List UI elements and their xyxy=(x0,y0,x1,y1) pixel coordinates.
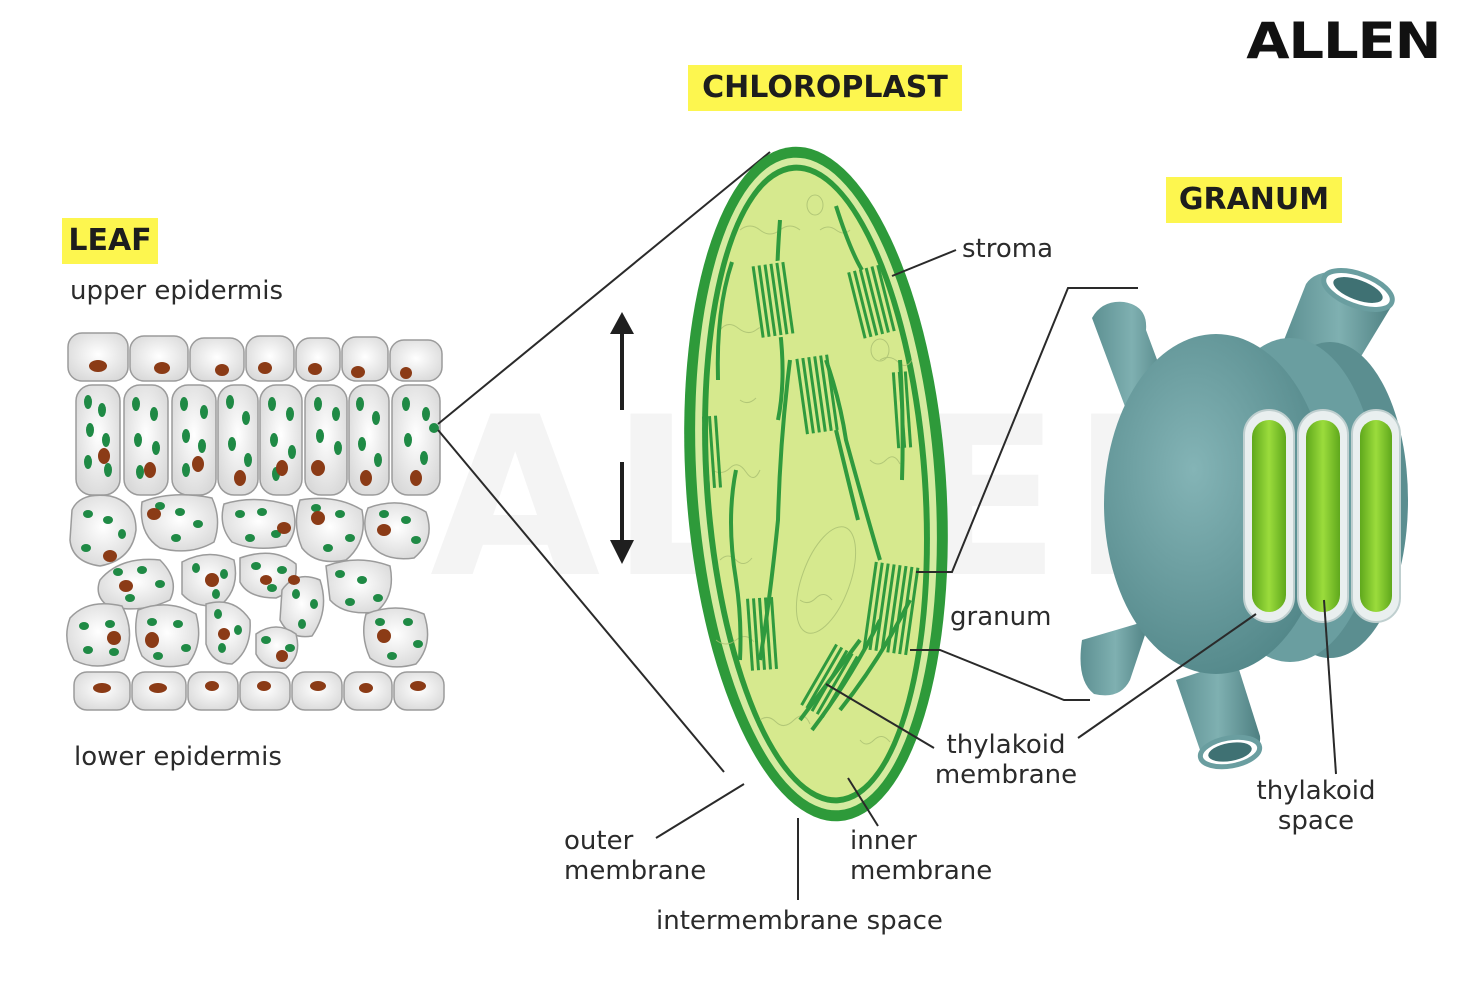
outer-membrane-label-line1: outer xyxy=(564,826,634,856)
palisade-layer xyxy=(75,384,441,496)
upper-epidermis xyxy=(67,332,443,382)
granum-stack xyxy=(702,415,722,489)
granum-stack xyxy=(795,354,839,435)
granum-stack xyxy=(800,643,859,718)
chloroplast-title: CHLOROPLAST xyxy=(688,65,962,111)
leaf-cross-section xyxy=(66,332,445,711)
grana-stacks xyxy=(702,260,920,718)
granum-stack xyxy=(847,264,896,339)
double-arrow-icon xyxy=(610,312,634,564)
thylakoid-space-label-line2: space xyxy=(1277,806,1355,836)
zoom-lines-leaf xyxy=(437,151,771,773)
inner-membrane-label-line2: membrane xyxy=(850,856,993,886)
granum-label: granum xyxy=(950,602,1052,632)
granum-stack xyxy=(862,561,920,656)
leaf-title: LEAF xyxy=(62,218,158,264)
chloroplast-leader-lines xyxy=(655,249,1138,900)
outer-membrane-label: outer membrane xyxy=(564,826,706,886)
thylakoid-membrane-label-line1: thylakoid xyxy=(946,730,1066,760)
granum-stack xyxy=(750,260,795,340)
thylakoid-space-label: thylakoid space xyxy=(1246,776,1386,836)
granum-stack xyxy=(746,597,778,671)
inner-membrane-label: inner membrane xyxy=(850,826,992,886)
thylakoid-space-label-line1: thylakoid xyxy=(1256,776,1376,806)
intermembrane-space-label: intermembrane space xyxy=(656,906,943,936)
thylakoid-spaces xyxy=(1243,409,1401,623)
granum-stack xyxy=(891,371,913,449)
granum-leader-lines xyxy=(1077,599,1337,775)
granum-title: GRANUM xyxy=(1166,177,1342,223)
chloroplast xyxy=(684,146,948,822)
upper-epidermis-label: upper epidermis xyxy=(70,276,283,306)
brand-logo: ALLEN xyxy=(1245,12,1441,70)
outer-membrane-label-line2: membrane xyxy=(564,856,707,886)
granum-model xyxy=(1080,268,1408,770)
lower-epidermis xyxy=(73,671,445,711)
stroma-label: stroma xyxy=(962,234,1054,264)
inner-membrane-label-line1: inner xyxy=(850,826,917,856)
thylakoid-membrane-label: thylakoid membrane xyxy=(926,730,1086,790)
lower-epidermis-label: lower epidermis xyxy=(74,742,282,772)
thylakoid-membrane-label-line2: membrane xyxy=(934,760,1078,790)
spongy-layer xyxy=(66,494,430,669)
